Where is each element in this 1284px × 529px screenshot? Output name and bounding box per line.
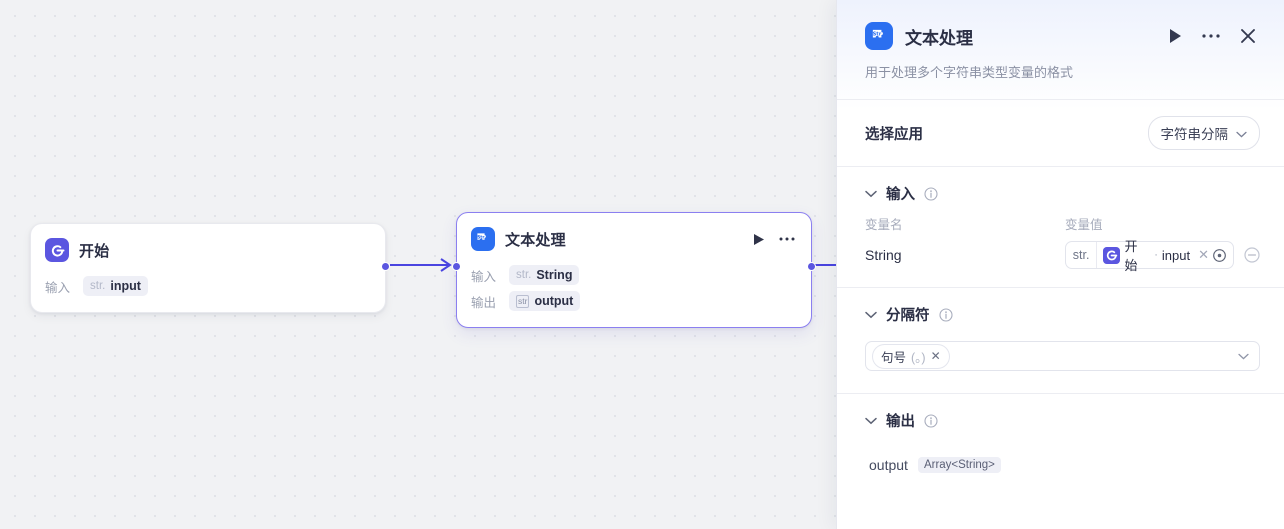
variable-name: String bbox=[865, 247, 902, 263]
app-select-dropdown[interactable]: 字符串分隔 bbox=[1147, 116, 1260, 150]
remove-variable-button[interactable] bbox=[1244, 247, 1260, 263]
io-type: str. bbox=[90, 280, 106, 292]
variable-reference-tag[interactable]: 开始 · input bbox=[1097, 236, 1196, 274]
input-variable-row: String str. 开始 · inp bbox=[837, 233, 1284, 273]
node-text-header: Str 文本处理 bbox=[457, 213, 811, 257]
panel-description: 用于处理多个字符串类型变量的格式 bbox=[865, 65, 1074, 80]
divider bbox=[837, 99, 1284, 100]
string-puzzle-icon: Str bbox=[471, 227, 495, 251]
separator-tag-label: 句号 bbox=[881, 350, 907, 365]
column-header-name: 变量名 bbox=[865, 218, 903, 232]
output-variable-row: output Array<String> bbox=[837, 435, 1284, 473]
more-icon[interactable] bbox=[1202, 34, 1220, 38]
separator-tag-char: (。) bbox=[911, 350, 926, 365]
app-select-value: 字符串分隔 bbox=[1160, 127, 1229, 142]
clear-variable-icon[interactable]: ✕ bbox=[1198, 247, 1209, 262]
divider bbox=[837, 166, 1284, 167]
node-text-title: 文本处理 bbox=[505, 231, 566, 249]
panel-header: Str 文本处理 bbox=[837, 0, 1284, 50]
node-text-body: 输入 str. String 输出 str output bbox=[457, 257, 811, 327]
node-start-header: 开始 bbox=[31, 224, 385, 268]
input-section-header[interactable]: 输入 bbox=[837, 167, 1284, 208]
node-start-io-input: 输入 str. input bbox=[45, 274, 371, 298]
remove-separator-icon[interactable]: ✕ bbox=[930, 349, 941, 363]
io-label: 输出 bbox=[471, 295, 497, 310]
app-select-row: 选择应用 字符串分隔 bbox=[837, 100, 1284, 166]
io-label: 输入 bbox=[471, 269, 497, 284]
target-icon[interactable] bbox=[1212, 248, 1227, 263]
output-section-header[interactable]: 输出 bbox=[837, 394, 1284, 435]
chevron-down-icon[interactable] bbox=[865, 190, 877, 198]
close-icon[interactable] bbox=[1240, 28, 1256, 44]
column-header-value: 变量值 bbox=[1065, 218, 1103, 232]
io-name: output bbox=[534, 294, 574, 308]
edge-start-to-text bbox=[390, 258, 452, 272]
node-start-body: 输入 str. input bbox=[31, 268, 385, 312]
output-section-title: 输出 bbox=[886, 414, 915, 430]
port-text-input[interactable] bbox=[452, 262, 461, 271]
svg-text:Str: Str bbox=[872, 31, 881, 37]
divider bbox=[837, 287, 1284, 288]
chevron-down-icon[interactable] bbox=[1238, 347, 1249, 365]
io-label: 输入 bbox=[45, 280, 71, 295]
output-name: output bbox=[869, 457, 908, 473]
node-start[interactable]: 开始 输入 str. input bbox=[30, 223, 390, 313]
info-icon[interactable] bbox=[938, 307, 953, 322]
io-badge: str output bbox=[509, 291, 581, 311]
input-column-headers: 变量名 变量值 bbox=[837, 208, 1284, 233]
separator-select[interactable]: 句号 (。) ✕ bbox=[865, 341, 1260, 371]
panel-title: 文本处理 bbox=[905, 28, 973, 48]
output-type-badge: Array<String> bbox=[917, 457, 1001, 473]
input-section-title: 输入 bbox=[886, 187, 915, 203]
chevron-down-icon[interactable] bbox=[865, 417, 877, 425]
node-text-process[interactable]: Str 文本处理 输入 str. String bbox=[452, 212, 816, 328]
tag-separator: · bbox=[1154, 249, 1158, 261]
node-text-io-input: 输入 str. String bbox=[471, 263, 797, 287]
io-type: str. bbox=[516, 269, 532, 281]
separator-section-header[interactable]: 分隔符 bbox=[837, 288, 1284, 329]
chevron-down-icon bbox=[1236, 126, 1247, 141]
tag-field-name: input bbox=[1161, 247, 1191, 263]
app-select-label: 选择应用 bbox=[865, 126, 923, 143]
separator-tag[interactable]: 句号 (。) ✕ bbox=[872, 343, 950, 369]
separator-section-title: 分隔符 bbox=[886, 308, 930, 324]
properties-panel: Str 文本处理 bbox=[836, 0, 1284, 529]
run-icon[interactable] bbox=[753, 233, 765, 246]
io-badge: str. input bbox=[83, 276, 148, 296]
port-start-output[interactable] bbox=[381, 262, 390, 271]
start-node-hex-icon bbox=[1103, 246, 1121, 264]
string-puzzle-icon: Str bbox=[865, 22, 893, 50]
node-text-io-output: 输出 str output bbox=[471, 289, 797, 313]
tag-node-name: 开始 bbox=[1124, 239, 1138, 273]
start-icon bbox=[45, 238, 69, 262]
info-icon[interactable] bbox=[924, 413, 938, 428]
variable-type-prefix: str. bbox=[1066, 242, 1098, 268]
svg-text:Str: Str bbox=[477, 234, 485, 240]
io-name: input bbox=[110, 279, 141, 293]
info-icon[interactable] bbox=[924, 186, 938, 201]
port-text-output[interactable] bbox=[807, 262, 816, 271]
divider bbox=[837, 393, 1284, 394]
io-name: String bbox=[536, 268, 573, 282]
run-icon[interactable] bbox=[1168, 28, 1182, 44]
variable-value-field[interactable]: str. 开始 · input ✕ bbox=[1064, 239, 1234, 273]
edge-text-output-stub bbox=[814, 264, 838, 266]
node-start-title: 开始 bbox=[79, 242, 110, 260]
io-type: str bbox=[516, 294, 530, 308]
io-badge: str. String bbox=[509, 265, 580, 285]
more-icon[interactable] bbox=[779, 237, 795, 241]
chevron-down-icon[interactable] bbox=[865, 311, 877, 319]
